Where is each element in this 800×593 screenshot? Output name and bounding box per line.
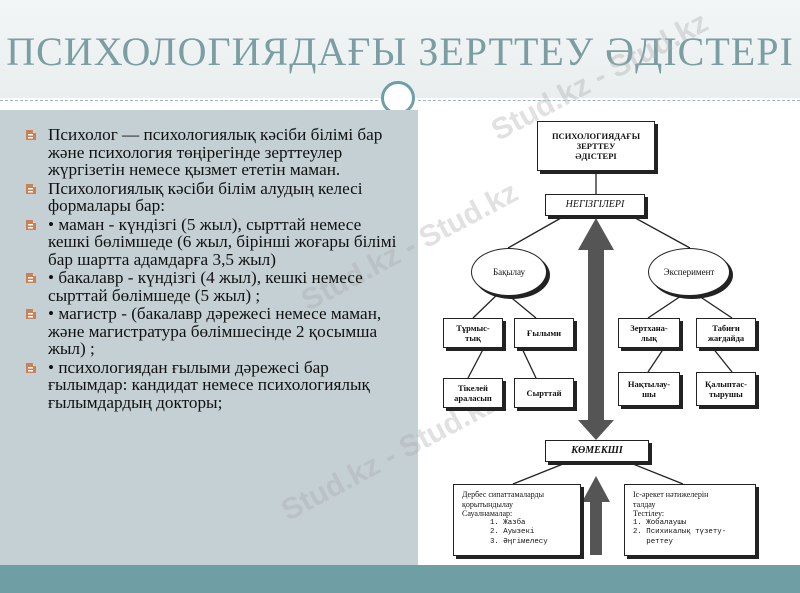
box-line: қорытындылау (462, 499, 513, 509)
bullet-icon (26, 309, 36, 319)
root-label-line: ӘДІСТЕРІ (575, 151, 617, 161)
lab-experiment-node: Зертхана-лық (618, 318, 680, 348)
node-label-line: Сырттай (526, 388, 562, 398)
main-methods-label: НЕГІЗГІЛЕРІ (565, 199, 625, 210)
ascertaining-experiment-node: Нақтылау-шы (618, 372, 680, 406)
node-label-line: тырушы (709, 389, 743, 399)
bullet-list: Психолог — психологиялық кәсіби білімі б… (24, 126, 404, 412)
observation-label: Бақылау (492, 267, 526, 277)
box-line: Сауалнамалар: (462, 509, 513, 519)
node-label-line: жағдайда (707, 333, 745, 343)
bullet-text: • психологиядан ғылыми дәрежесі бар ғылы… (48, 357, 370, 412)
auxiliary-right-box: Іс-әрекет нәтижелерін талдау Тестілеу: 1… (624, 484, 756, 556)
formative-experiment-node: Қалыптас-тырушы (696, 372, 756, 406)
node-label-line: Нақтылау- (627, 379, 671, 389)
box-line: Дербес сипаттамаларды (462, 490, 544, 499)
bullet-icon (26, 219, 36, 230)
node-label-line: Қалыптас- (705, 379, 747, 389)
scientific-observation-node: Ғылыми (514, 318, 574, 348)
auxiliary-label: КӨМЕКШІ (571, 445, 623, 456)
experiment-node: Эксперимент (648, 248, 730, 296)
box-item: 2. Ауызекі (490, 528, 535, 537)
root-node: ПСИХОЛОГИЯДАҒЫ ЗЕРТТЕУ ӘДІСТЕРІ (537, 121, 655, 171)
node-label-line: Зертхана- (630, 323, 668, 333)
box-line: Іс-әрекет нәтижелерін (633, 490, 709, 499)
auxiliary-left-box: Дербес сипаттамаларды қорытындылау Сауал… (453, 484, 581, 556)
title-divider-left (0, 100, 378, 101)
root-label-line: ЗЕРТТЕУ (576, 141, 616, 151)
list-item: • маман - күндізгі (5 жыл), сырттай неме… (24, 214, 404, 269)
box-item: 1. Жобалаушы (633, 518, 687, 527)
node-label-line: Тұрмыс- (456, 323, 490, 333)
bullet-text: • бакалавр - күндізгі (4 жыл), кешкі нем… (48, 268, 363, 305)
bullet-icon (26, 183, 36, 194)
list-item: • магистр - (бакалавр дәрежесі немесе ма… (24, 305, 404, 358)
node-label-line: Тікелей (458, 383, 488, 393)
node-label-line: Ғылыми (526, 328, 562, 338)
list-item: • бакалавр - күндізгі (4 жыл), кешкі нем… (24, 269, 404, 304)
bullet-text: Психологиялық кәсіби білім алудың келесі… (48, 178, 363, 215)
list-item: • психологиядан ғылыми дәрежесі бар ғылы… (24, 357, 404, 412)
node-label-line: араласып (454, 393, 492, 403)
main-methods-node: НЕГІЗГІЛЕРІ (545, 194, 645, 216)
external-observation-node: Сырттай (514, 378, 574, 408)
everyday-observation-node: Тұрмыс-тық (443, 318, 503, 348)
text-panel (0, 110, 418, 565)
list-item: Психолог — психологиялық кәсіби білімі б… (24, 126, 404, 179)
footer-band (0, 565, 800, 593)
node-label-line: шы (642, 389, 656, 399)
observation-node: Бақылау (471, 248, 547, 296)
experiment-label: Эксперимент (663, 267, 715, 277)
box-item: 1. Жазба (490, 518, 526, 527)
divider-ring-icon (381, 81, 415, 115)
bullet-text: • магистр - (бакалавр дәрежесі немесе ма… (48, 304, 382, 358)
title-divider-right (418, 100, 800, 101)
node-label-line: тық (465, 333, 481, 343)
list-item: Психологиялық кәсіби білім алудың келесі… (24, 178, 404, 215)
node-label-line: Табиғи (712, 323, 740, 333)
box-line: талдау (633, 499, 656, 509)
node-label-line: лық (640, 333, 658, 343)
bullet-text: • маман - күндізгі (5 жыл), сырттай неме… (48, 214, 397, 269)
box-item: 3. Әңгімелесу (490, 537, 548, 546)
box-line: Тестілеу: (633, 509, 665, 519)
box-item: реттеу (633, 537, 673, 546)
bullet-icon (26, 362, 36, 373)
auxiliary-node: КӨМЕКШІ (545, 440, 649, 462)
bullet-icon (26, 273, 36, 283)
bullet-icon (26, 130, 36, 140)
page-title: ПСИХОЛОГИЯДАҒЫ ЗЕРТТЕУ ӘДІСТЕРІ (6, 29, 794, 74)
bullet-text: Психолог — психологиялық кәсіби білімі б… (48, 125, 383, 179)
root-label-line: ПСИХОЛОГИЯДАҒЫ (551, 131, 641, 141)
box-item: 2. Психикалық түзету- (633, 528, 727, 537)
